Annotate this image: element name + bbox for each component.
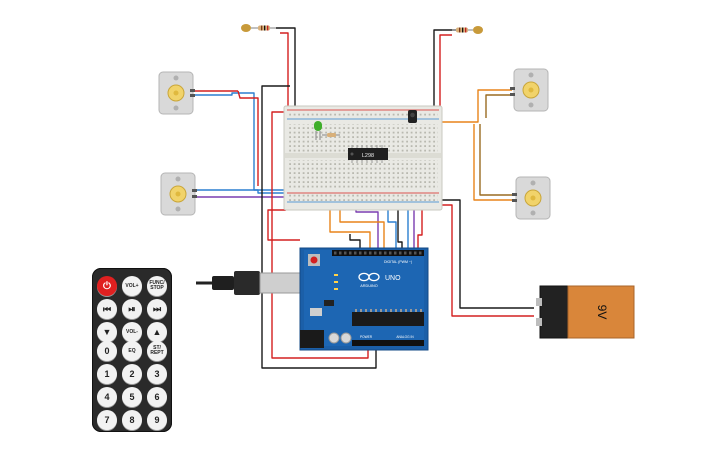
remote-eq-button[interactable]: EQ: [122, 341, 142, 361]
chip-label: L298: [362, 153, 374, 159]
remote-st-rept-button[interactable]: ST/ REPT: [147, 341, 167, 361]
remote-func-stop-button[interactable]: FUNC/ STOP: [147, 276, 167, 296]
wire-resistor-tr-red[interactable]: [439, 34, 452, 112]
arduino-brand: ARDUINO: [360, 284, 378, 288]
remote-2-button[interactable]: 2: [122, 364, 142, 384]
remote-power-button[interactable]: ⏻: [97, 276, 117, 296]
remote-1-button[interactable]: 1: [97, 364, 117, 384]
battery-9v[interactable]: 9V: [536, 285, 635, 339]
wire-battery-red[interactable]: [440, 204, 534, 317]
remote-6-button[interactable]: 6: [147, 387, 167, 407]
remote-vol-down-button[interactable]: VOL-: [122, 322, 142, 342]
power-jack[interactable]: [300, 330, 324, 348]
motor-bottom-right[interactable]: [512, 176, 551, 220]
remote-up-button[interactable]: ▲: [147, 322, 167, 342]
power-label: POWER: [360, 335, 373, 339]
wire-motor-br-orange[interactable]: [473, 124, 514, 201]
remote-4-button[interactable]: 4: [97, 387, 117, 407]
wire-motor-tl-red-2[interactable]: [237, 90, 259, 186]
wire-ard-black[interactable]: [349, 234, 361, 252]
motor-top-right[interactable]: [510, 68, 549, 112]
remote-5-button[interactable]: 5: [122, 387, 142, 407]
reset-button[interactable]: [310, 256, 318, 264]
atmega-chip: [352, 312, 424, 326]
analog-label: ANALOG IN: [396, 335, 414, 339]
motor-bottom-left[interactable]: [160, 172, 197, 216]
remote-9-button[interactable]: 9: [147, 410, 167, 430]
remote-7-button[interactable]: 7: [97, 410, 117, 430]
arduino-model: UNO: [385, 275, 401, 282]
ir-receiver[interactable]: [408, 110, 417, 123]
wire-motor-tr-orange[interactable]: [410, 89, 512, 123]
remote-play-pause-button[interactable]: ⏯: [122, 299, 142, 319]
driver-chip[interactable]: L298: [348, 145, 388, 163]
led-resistor[interactable]: [322, 133, 340, 137]
wire-resistor-tl-red[interactable]: [280, 32, 289, 112]
ir-remote: ⏻ VOL+ FUNC/ STOP ⏮ ⏯ ⏭ ▼ VOL- ▲ 0 EQ ST…: [92, 268, 172, 432]
wire-left-red-loop[interactable]: [271, 111, 369, 359]
wire-left-red-2[interactable]: [267, 209, 300, 241]
wire-motor-br-brown[interactable]: [479, 124, 514, 196]
arduino-logo-icon: [358, 272, 380, 282]
photoresistor-top-right[interactable]: [452, 26, 483, 34]
remote-fast-forward-button[interactable]: ⏭: [147, 299, 167, 319]
remote-0-button[interactable]: 0: [97, 341, 117, 361]
remote-down-button[interactable]: ▼: [97, 322, 117, 342]
remote-rewind-button[interactable]: ⏮: [97, 299, 117, 319]
motor-top-left[interactable]: [158, 71, 195, 115]
wire-battery-black[interactable]: [440, 199, 534, 309]
battery-label: 9V: [595, 305, 609, 320]
remote-vol-up-button[interactable]: VOL+: [122, 276, 142, 296]
wire-motor-tr-brown[interactable]: [485, 94, 512, 118]
wire-resistor-tr-black[interactable]: [433, 29, 456, 108]
green-led[interactable]: [314, 121, 322, 140]
wire-left-black-loop[interactable]: [261, 85, 377, 369]
photoresistor-top-left[interactable]: [241, 24, 276, 32]
digital-label: DIGITAL (PWM ~): [384, 260, 412, 264]
wire-resistor-tl-black[interactable]: [276, 27, 296, 108]
remote-8-button[interactable]: 8: [122, 410, 142, 430]
arduino-uno[interactable]: DIGITAL (PWM ~) ARDUINO UNO: [299, 247, 429, 351]
remote-3-button[interactable]: 3: [147, 364, 167, 384]
